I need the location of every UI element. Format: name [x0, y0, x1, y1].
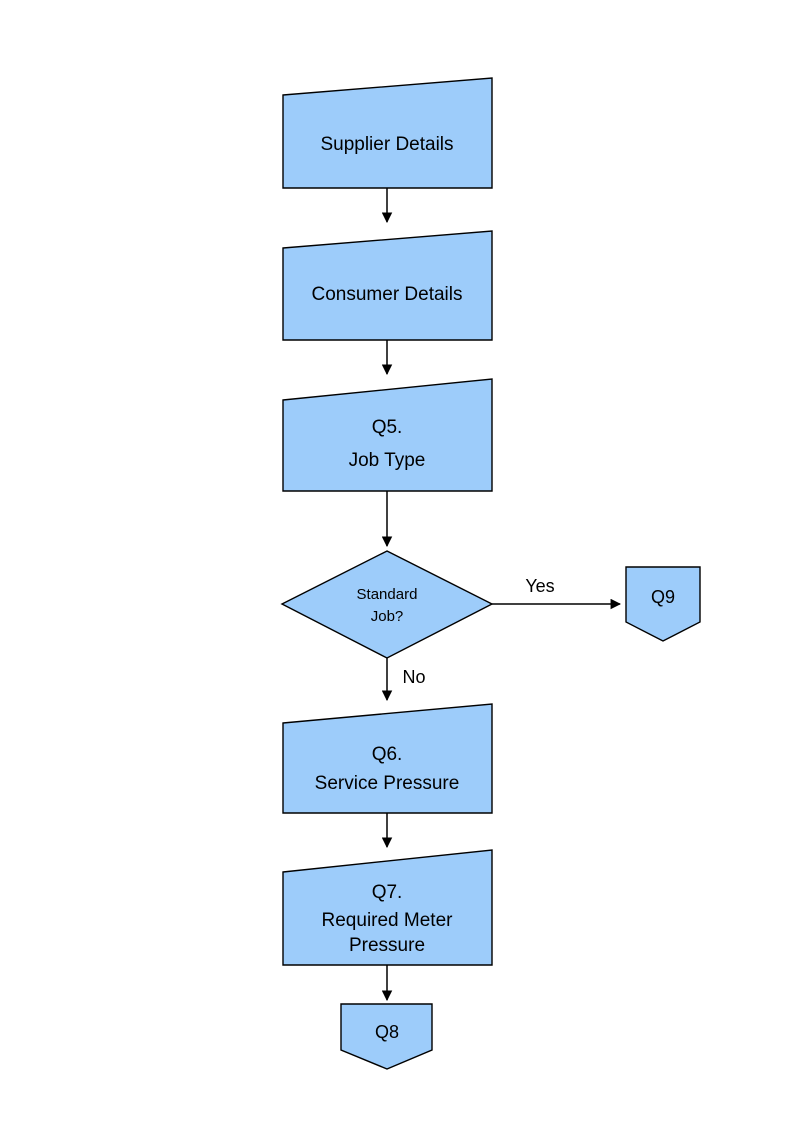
- q9-label: Q9: [651, 587, 675, 607]
- q7-label-line2: Required Meter: [322, 910, 454, 931]
- q5-job-type-label-line1: Q5.: [372, 417, 403, 438]
- standard-job-decision-shape[interactable]: [280, 550, 494, 659]
- q9-shape[interactable]: [625, 566, 701, 642]
- q5-job-type-shape[interactable]: [282, 378, 493, 492]
- edge-label-no: No: [402, 667, 425, 687]
- q7-required-meter-pressure-shape[interactable]: [282, 849, 493, 966]
- standard-job-decision-label-line1: Standard: [357, 586, 418, 603]
- q8-label: Q8: [375, 1022, 399, 1042]
- q7-label-line3: Pressure: [349, 935, 425, 956]
- q7-label-line1: Q7.: [372, 882, 403, 903]
- node-q8[interactable]: Q8: [340, 1003, 433, 1070]
- supplier-details-shape[interactable]: [282, 77, 493, 189]
- node-q9[interactable]: Q9: [625, 566, 701, 642]
- node-q6-service-pressure[interactable]: Q6. Service Pressure: [282, 703, 493, 814]
- q6-service-pressure-label-line1: Q6.: [372, 744, 403, 765]
- node-standard-job-decision[interactable]: Standard Job?: [280, 550, 494, 659]
- edge-label-yes: Yes: [525, 576, 554, 596]
- q6-service-pressure-label-line2: Service Pressure: [315, 773, 460, 794]
- node-q5-job-type[interactable]: Q5. Job Type: [282, 378, 493, 492]
- node-consumer-details[interactable]: Consumer Details: [282, 230, 493, 341]
- supplier-details-label: Supplier Details: [320, 134, 453, 155]
- node-supplier-details[interactable]: Supplier Details: [282, 77, 493, 189]
- q5-job-type-label-line2: Job Type: [349, 450, 426, 471]
- q6-service-pressure-shape[interactable]: [282, 703, 493, 814]
- consumer-details-label: Consumer Details: [312, 284, 463, 305]
- node-q7-required-meter-pressure[interactable]: Q7. Required Meter Pressure: [282, 849, 493, 966]
- connector-decision-to-q6: No: [381, 658, 426, 702]
- q8-shape[interactable]: [340, 1003, 433, 1070]
- consumer-details-shape[interactable]: [282, 230, 493, 341]
- connector-decision-to-q9: Yes: [492, 576, 622, 610]
- standard-job-decision-label-line2: Job?: [371, 608, 404, 625]
